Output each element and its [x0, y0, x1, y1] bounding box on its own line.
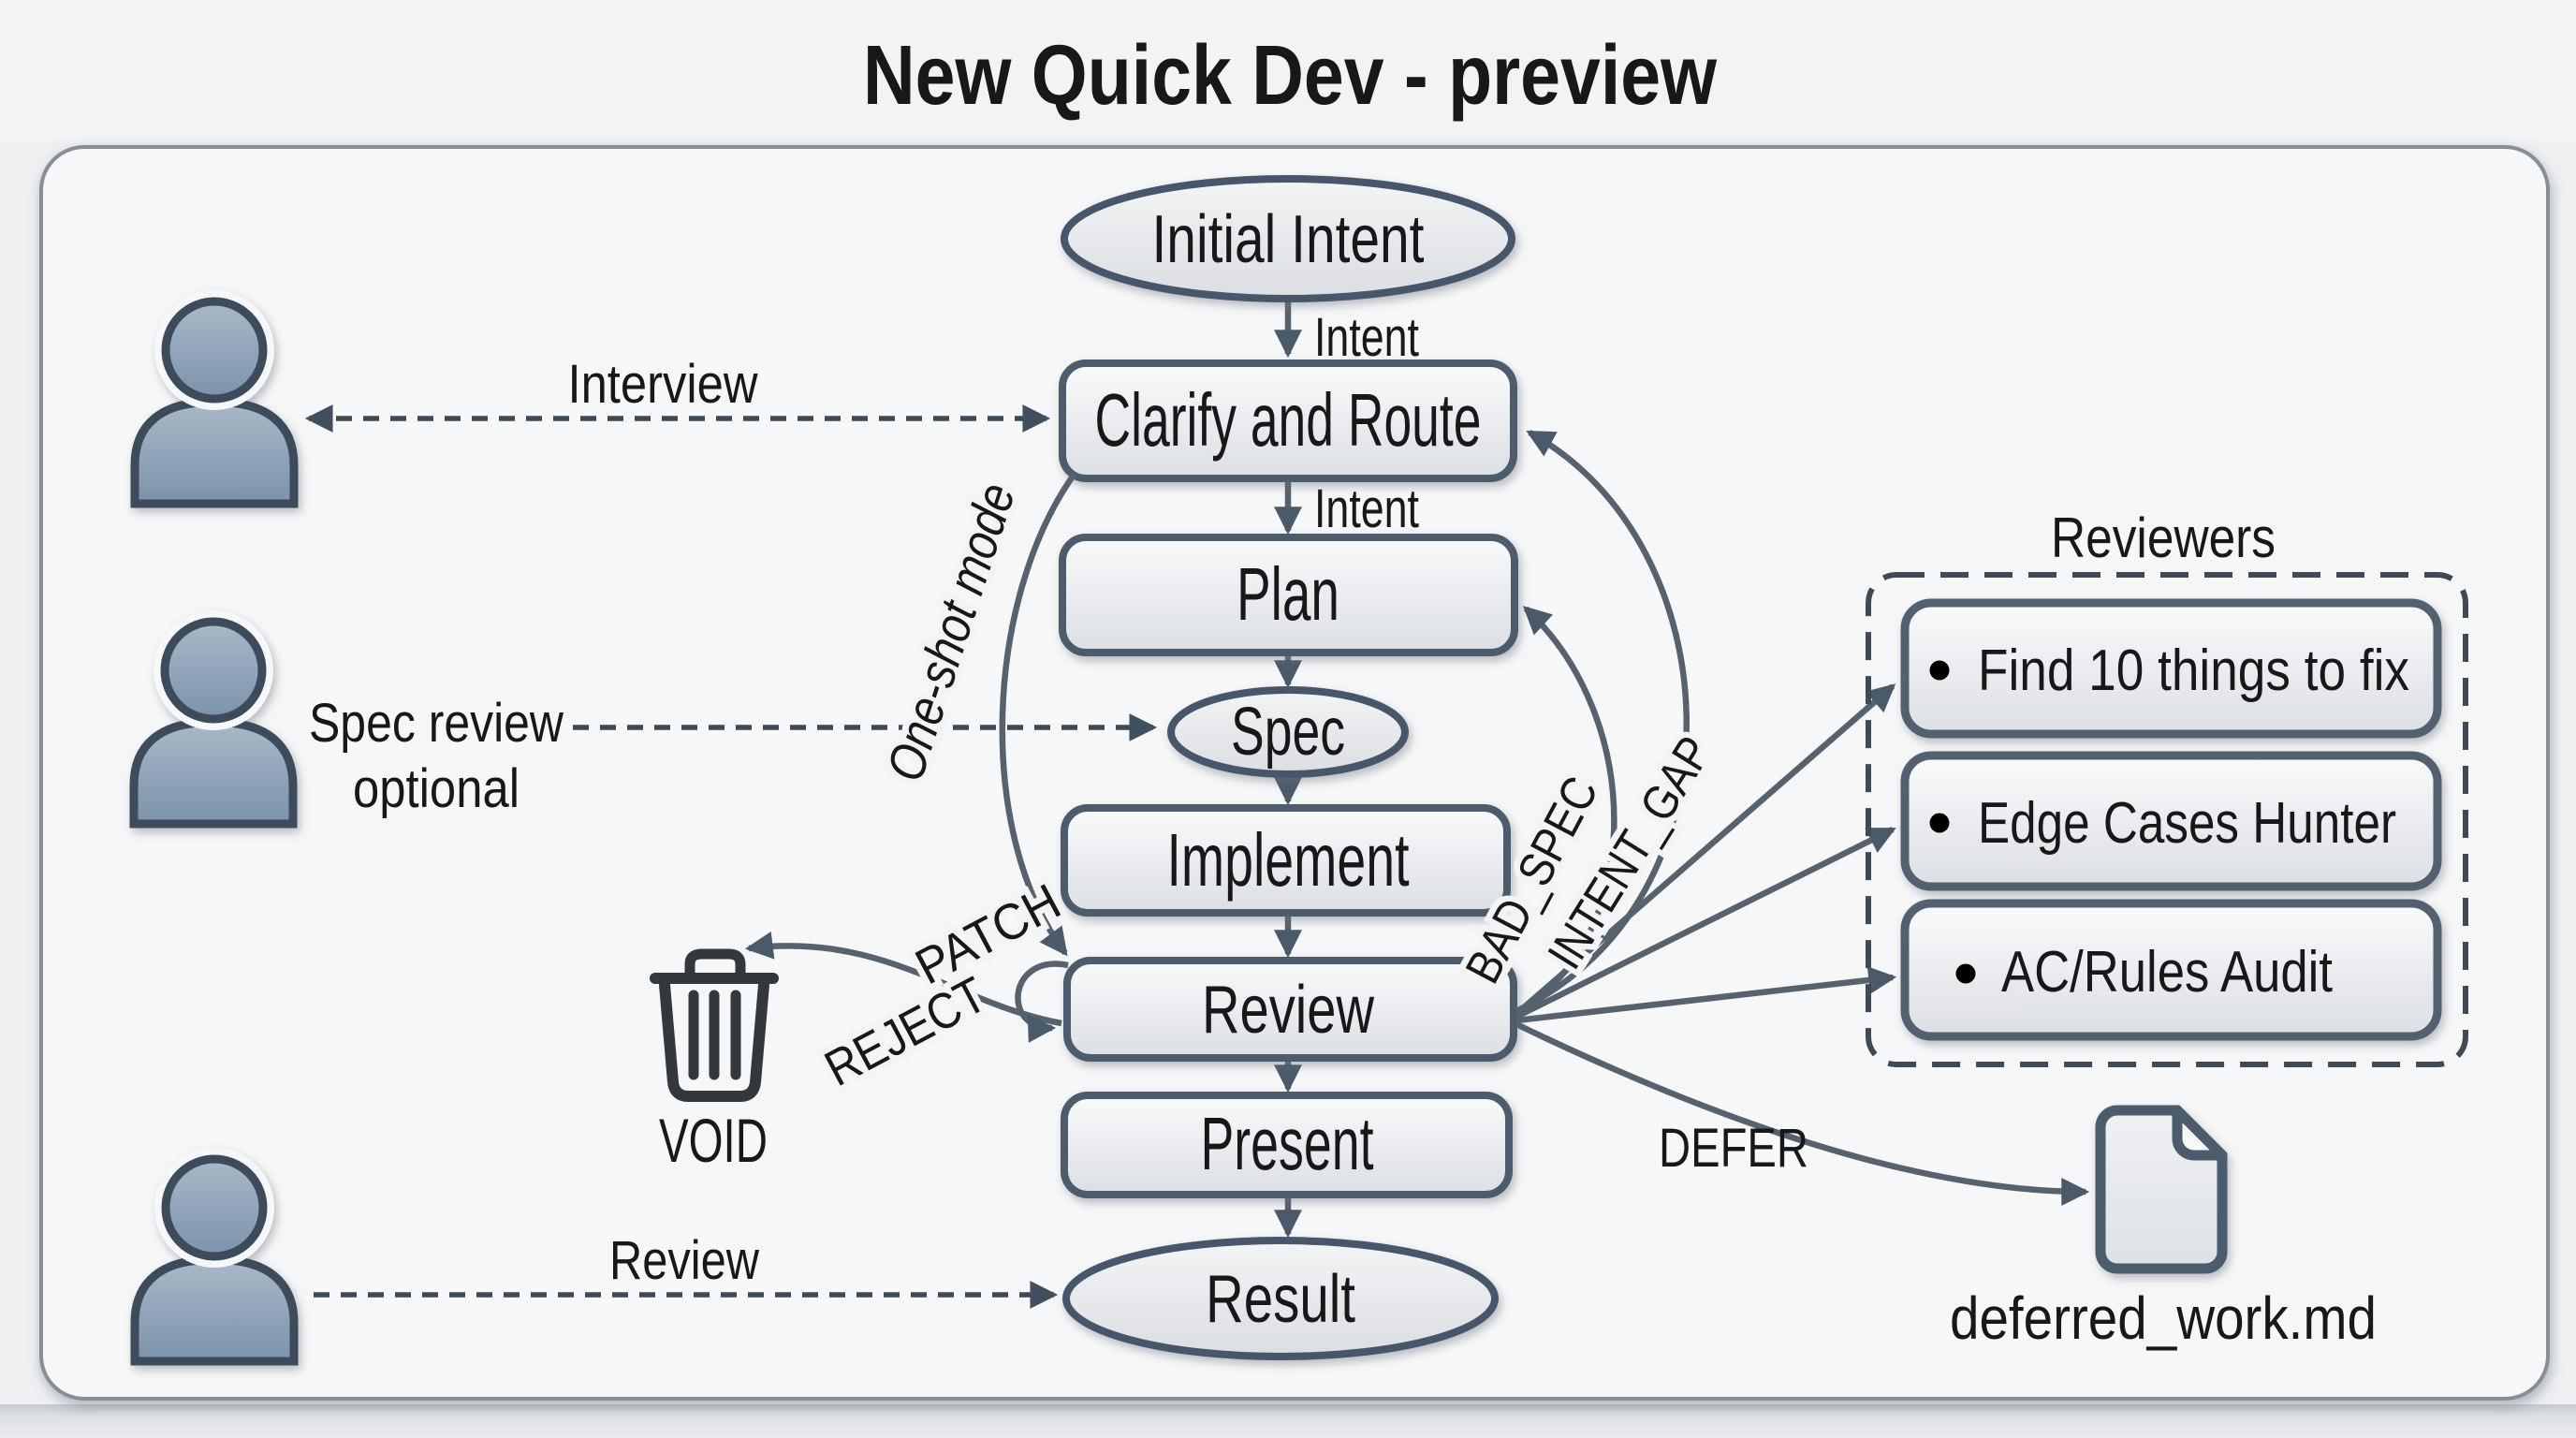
svg-text:Review: Review: [609, 1230, 760, 1291]
svg-text:optional: optional: [353, 758, 520, 819]
svg-text:Clarify and Route: Clarify and Route: [1095, 378, 1482, 462]
svg-text:deferred_work.md: deferred_work.md: [1950, 1284, 2377, 1352]
svg-text:Review: Review: [1202, 973, 1375, 1048]
svg-text:Find 10 things to fix: Find 10 things to fix: [1978, 638, 2409, 703]
svg-text:New Quick Dev - preview: New Quick Dev - preview: [863, 29, 1718, 123]
svg-text:Initial Intent: Initial Intent: [1152, 202, 1425, 277]
svg-text:Spec review: Spec review: [309, 693, 564, 754]
svg-text:VOID: VOID: [659, 1106, 768, 1175]
svg-text:Plan: Plan: [1237, 552, 1339, 636]
svg-text:Interview: Interview: [568, 354, 759, 415]
svg-text:Implement: Implement: [1167, 818, 1410, 902]
svg-text:Edge Cases Hunter: Edge Cases Hunter: [1978, 791, 2396, 856]
svg-text:Reviewers: Reviewers: [2051, 506, 2276, 569]
svg-text:DEFER: DEFER: [1659, 1118, 1808, 1179]
svg-text:Intent: Intent: [1314, 307, 1419, 368]
svg-text:Intent: Intent: [1314, 478, 1419, 539]
svg-text:Spec: Spec: [1231, 695, 1345, 770]
svg-text:AC/Rules Audit: AC/Rules Audit: [2001, 940, 2333, 1005]
svg-text:Result: Result: [1206, 1262, 1355, 1337]
svg-text:Present: Present: [1201, 1102, 1374, 1185]
